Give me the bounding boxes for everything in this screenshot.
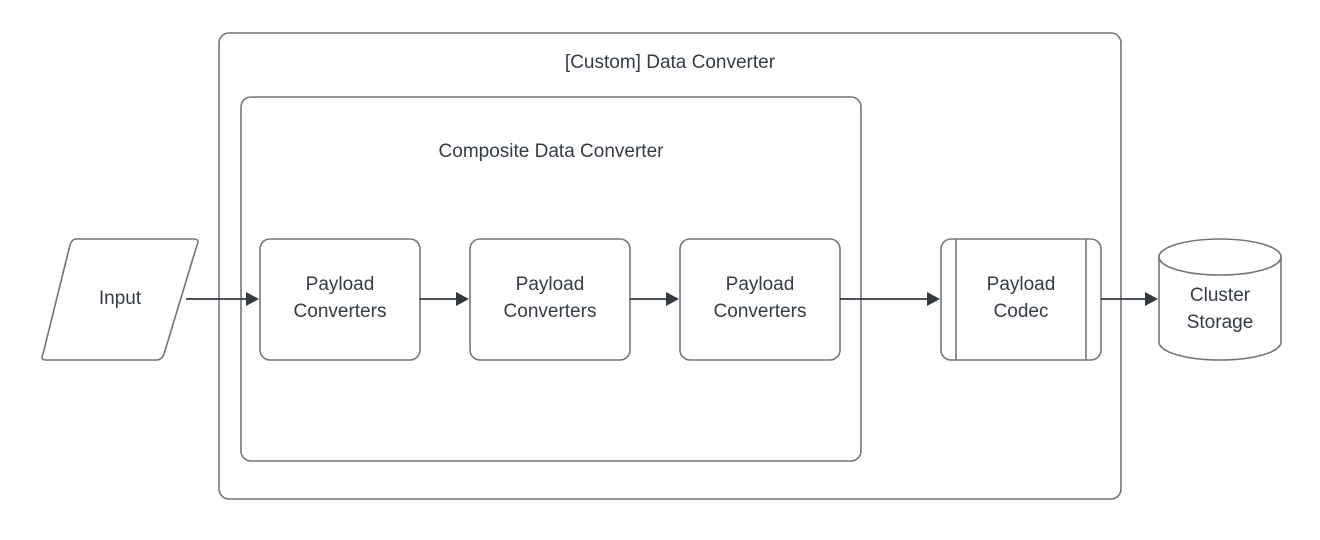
connector-payload-converters-2-to-payload-converters-3-arrowhead — [666, 292, 679, 306]
node-payload-converters-1-label-line1: Payload — [306, 274, 375, 295]
node-payload-converters-3[interactable]: Payload Converters — [679, 238, 841, 361]
connector-payload-codec-to-cluster-storage — [1101, 292, 1158, 306]
connector-payload-codec-to-cluster-storage-arrowhead — [1145, 292, 1158, 306]
node-cluster-storage-label-line1: Cluster — [1190, 285, 1251, 306]
node-cluster-storage-label-line2: Storage — [1187, 312, 1254, 333]
node-payload-converters-3-label-line1: Payload — [726, 274, 795, 295]
node-payload-converters-2-label-line1: Payload — [516, 274, 585, 295]
node-payload-converters-1-shape — [259, 238, 421, 361]
node-cluster-storage-top-ellipse — [1158, 256, 1282, 276]
node-payload-codec-shape — [940, 238, 1102, 361]
connector-payload-converters-1-to-payload-converters-2 — [420, 292, 469, 306]
connector-input-to-payload-converters-1-arrowhead — [246, 292, 259, 306]
node-cluster-storage-shape — [1158, 238, 1282, 361]
node-payload-converters-2[interactable]: Payload Converters — [469, 238, 631, 361]
node-cluster-storage[interactable]: Cluster Storage — [1158, 238, 1282, 361]
connector-payload-converters-1-to-payload-converters-2-arrowhead — [456, 292, 469, 306]
connector-payload-converters-2-to-payload-converters-3 — [630, 292, 679, 306]
node-payload-converters-2-shape — [469, 238, 631, 361]
node-payload-codec-label-line2: Codec — [994, 301, 1049, 322]
node-payload-converters-3-shape — [679, 238, 841, 361]
node-payload-converters-1[interactable]: Payload Converters — [259, 238, 421, 361]
node-payload-codec[interactable]: Payload Codec — [940, 238, 1102, 361]
container-composite-data-converter-label: Composite Data Converter — [439, 141, 665, 162]
connector-input-to-payload-converters-1 — [186, 292, 259, 306]
connector-payload-converters-3-to-payload-codec-arrowhead — [927, 292, 940, 306]
node-payload-codec-label-line1: Payload — [987, 274, 1056, 295]
node-payload-converters-1-label-line2: Converters — [294, 301, 387, 322]
node-input-label: Input — [99, 288, 142, 309]
node-input[interactable]: Input — [41, 238, 199, 361]
node-payload-converters-2-label-line2: Converters — [504, 301, 597, 322]
node-input-shape — [41, 238, 199, 361]
connector-payload-converters-3-to-payload-codec — [840, 292, 940, 306]
container-custom-data-converter-label: [Custom] Data Converter — [565, 52, 776, 73]
node-payload-converters-3-label-line2: Converters — [714, 301, 807, 322]
